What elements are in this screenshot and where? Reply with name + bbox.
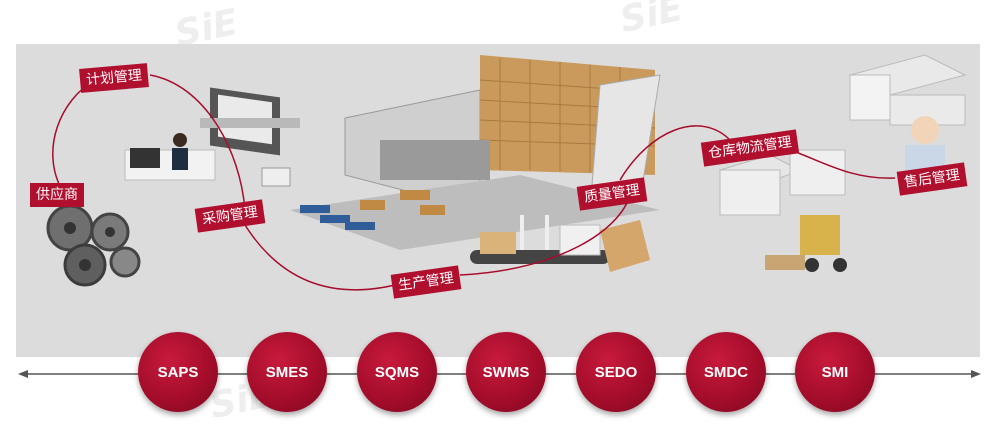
system-saps[interactable]: SAPS [138, 332, 218, 412]
system-smi[interactable]: SMI [795, 332, 875, 412]
office-workstation-icon [124, 87, 300, 187]
service-center-icon [848, 54, 967, 175]
tag-supplier: 供应商 [30, 183, 84, 207]
gears-icon [46, 204, 141, 287]
system-smdc[interactable]: SMDC [686, 332, 766, 412]
production-line-icon [470, 215, 650, 272]
warehouse-building-icon [290, 55, 661, 250]
system-swms[interactable]: SWMS [466, 332, 546, 412]
logistics-icon [718, 149, 847, 272]
system-sqms[interactable]: SQMS [357, 332, 437, 412]
system-sedo[interactable]: SEDO [576, 332, 656, 412]
system-smes[interactable]: SMES [247, 332, 327, 412]
